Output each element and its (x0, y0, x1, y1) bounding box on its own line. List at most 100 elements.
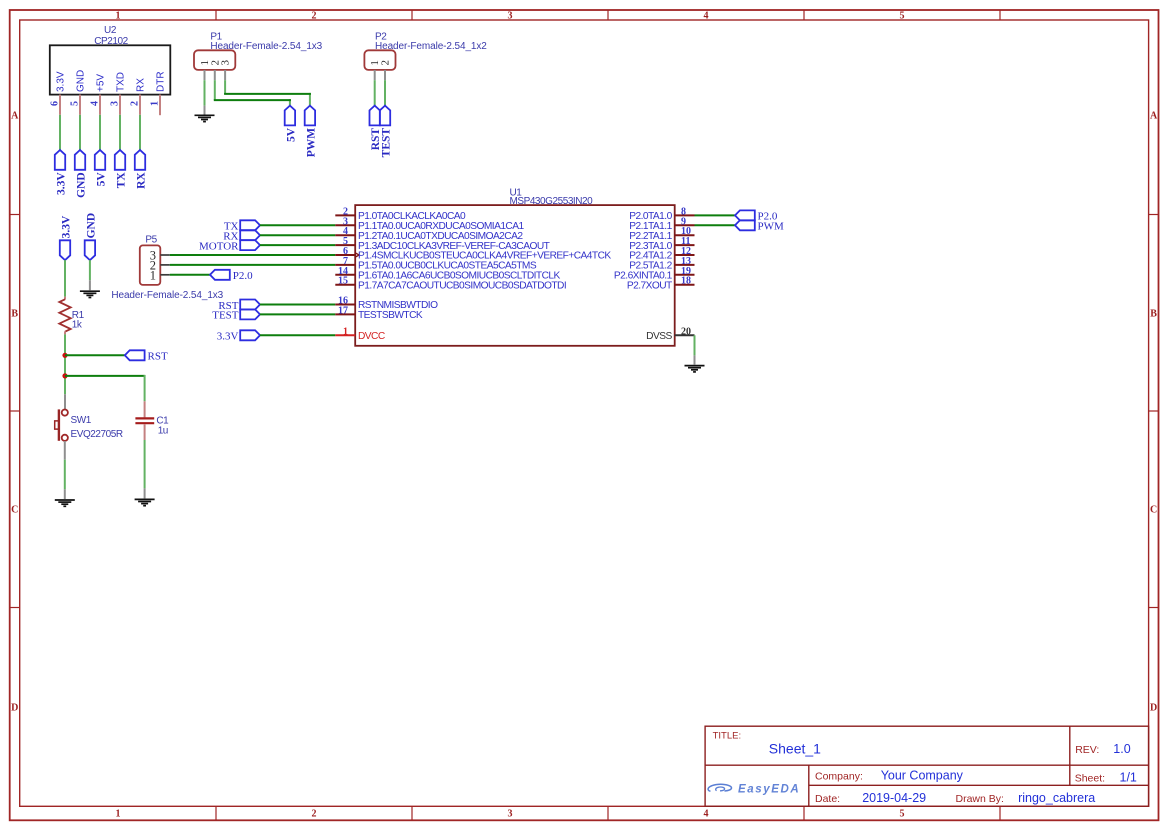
svg-text:18: 18 (681, 276, 691, 287)
svg-text:RST: RST (148, 351, 168, 363)
svg-text:Header-Female-2.54_1x3: Header-Female-2.54_1x3 (210, 41, 322, 52)
svg-text:1: 1 (343, 326, 348, 337)
svg-text:P1.3ADC10CLKA3VREF-VEREF-CA3CA: P1.3ADC10CLKA3VREF-VEREF-CA3CAOUT (358, 241, 550, 252)
svg-text:5: 5 (900, 809, 905, 820)
svg-text:A: A (11, 111, 19, 122)
svg-text:P1.1TA0.0UCA0RXDUCA0SOMIA1CA1: P1.1TA0.0UCA0RXDUCA0SOMIA1CA1 (358, 221, 524, 232)
svg-text:PWM: PWM (758, 221, 785, 233)
svg-text:5: 5 (343, 236, 348, 247)
svg-text:D: D (11, 703, 18, 714)
svg-text:EVQ22705R: EVQ22705R (71, 429, 123, 440)
svg-text:3: 3 (110, 101, 121, 106)
svg-text:P2: P2 (375, 32, 387, 43)
svg-text:2: 2 (130, 101, 141, 106)
svg-text:Company:: Company: (815, 770, 863, 782)
svg-text:3: 3 (508, 11, 513, 22)
svg-text:DTR: DTR (156, 71, 167, 92)
svg-text:1k: 1k (72, 320, 83, 331)
svg-text:P2.2TA1.1: P2.2TA1.1 (629, 231, 672, 242)
svg-text:P2.7XOUT: P2.7XOUT (627, 280, 672, 291)
svg-text:5: 5 (70, 101, 81, 106)
svg-text:7: 7 (343, 256, 348, 267)
svg-text:RX: RX (136, 172, 148, 189)
svg-text:13: 13 (681, 256, 691, 267)
svg-text:2: 2 (380, 60, 392, 66)
svg-text:5V: 5V (285, 127, 297, 142)
svg-text:U1: U1 (510, 188, 523, 199)
svg-text:15: 15 (338, 276, 348, 287)
svg-text:5: 5 (900, 11, 905, 22)
svg-text:2: 2 (209, 60, 221, 66)
svg-text:P2.0: P2.0 (233, 270, 253, 282)
svg-text:17: 17 (338, 305, 348, 316)
svg-text:TITLE:: TITLE: (713, 730, 742, 741)
svg-text:Your Company: Your Company (881, 769, 964, 783)
svg-text:P1.7A7CA7CAOUTUCB0SIMOUCB0SDAT: P1.7A7CA7CAOUTUCB0SIMOUCB0SDATDOTDI (358, 280, 566, 291)
svg-text:6: 6 (50, 101, 61, 106)
svg-text:8: 8 (681, 206, 686, 217)
svg-text:C1: C1 (156, 415, 169, 426)
svg-text:MSP430G2553IN20: MSP430G2553IN20 (510, 196, 594, 207)
svg-text:2: 2 (312, 11, 317, 22)
svg-text:RST: RST (370, 128, 382, 151)
svg-text:P1.0TA0CLKACLKA0CA0: P1.0TA0CLKACLKA0CA0 (358, 211, 466, 222)
svg-text:3.3V: 3.3V (217, 331, 239, 343)
svg-text:P1.2TA0.1UCA0TXDUCA0SIMOA2CA2: P1.2TA0.1UCA0TXDUCA0SIMOA2CA2 (358, 231, 523, 242)
svg-text:Header-Female-2.54_1x3: Header-Female-2.54_1x3 (111, 290, 223, 301)
svg-text:DVCC: DVCC (358, 331, 385, 342)
svg-text:P2.6XINTA0.1: P2.6XINTA0.1 (614, 271, 673, 282)
svg-text:RST: RST (218, 300, 238, 312)
svg-text:MOTOR: MOTOR (199, 240, 239, 252)
svg-text:5V: 5V (96, 172, 108, 187)
svg-text:9: 9 (681, 216, 686, 227)
svg-text:14: 14 (338, 266, 348, 277)
svg-text:P1.5TA0.0UCB0CLKUCA0STEA5CA5TM: P1.5TA0.0UCB0CLKUCA0STEA5CA5TMS (358, 261, 537, 272)
svg-text:REV:: REV: (1075, 744, 1099, 756)
svg-text:3.3V: 3.3V (56, 172, 68, 195)
svg-text:P5: P5 (145, 235, 157, 246)
svg-text:RX: RX (136, 78, 147, 92)
svg-text:CP2102: CP2102 (94, 36, 128, 47)
svg-text:4: 4 (343, 226, 348, 237)
svg-text:1: 1 (199, 60, 211, 66)
svg-text:3.3V: 3.3V (61, 215, 73, 238)
svg-text:P1: P1 (210, 32, 222, 43)
svg-text:P2.0: P2.0 (758, 211, 778, 223)
svg-text:1: 1 (150, 101, 161, 106)
svg-text:12: 12 (681, 246, 691, 257)
svg-text:D: D (1150, 703, 1157, 714)
svg-text:P2.5TA1.2: P2.5TA1.2 (629, 261, 672, 272)
svg-text:4: 4 (704, 809, 709, 820)
svg-text:GND: GND (76, 172, 88, 198)
svg-text:3.3V: 3.3V (56, 71, 67, 92)
svg-text:1: 1 (116, 11, 121, 22)
svg-text:B: B (1150, 309, 1157, 320)
svg-text:+5V: +5V (96, 74, 107, 92)
svg-text:2: 2 (312, 809, 317, 820)
svg-text:3: 3 (508, 809, 513, 820)
svg-text:TEST: TEST (381, 128, 393, 158)
svg-text:TXD: TXD (116, 72, 127, 92)
svg-text:1: 1 (116, 809, 121, 820)
svg-text:2: 2 (150, 259, 156, 273)
svg-text:2: 2 (343, 206, 348, 217)
svg-text:3: 3 (150, 249, 156, 263)
svg-text:4: 4 (704, 11, 709, 22)
svg-text:1/1: 1/1 (1120, 770, 1137, 784)
svg-text:11: 11 (681, 236, 690, 247)
svg-text:ringo_cabrera: ringo_cabrera (1018, 791, 1095, 805)
svg-text:RSTNMISBWTDIO: RSTNMISBWTDIO (358, 300, 438, 311)
svg-text:U2: U2 (104, 25, 117, 36)
svg-text:P2.1TA1.1: P2.1TA1.1 (629, 221, 672, 232)
svg-text:19: 19 (681, 266, 691, 277)
svg-text:RX: RX (223, 231, 238, 243)
svg-text:TESTSBWTCK: TESTSBWTCK (358, 310, 423, 321)
svg-text:DVSS: DVSS (646, 331, 672, 342)
svg-text:C: C (11, 505, 18, 516)
svg-text:SW1: SW1 (71, 415, 92, 426)
svg-text:4: 4 (90, 101, 101, 106)
svg-text:2019-04-29: 2019-04-29 (862, 791, 926, 805)
svg-text:P2.3TA1.0: P2.3TA1.0 (629, 241, 672, 252)
svg-text:6: 6 (343, 246, 348, 257)
svg-text:Sheet:: Sheet: (1075, 772, 1105, 784)
